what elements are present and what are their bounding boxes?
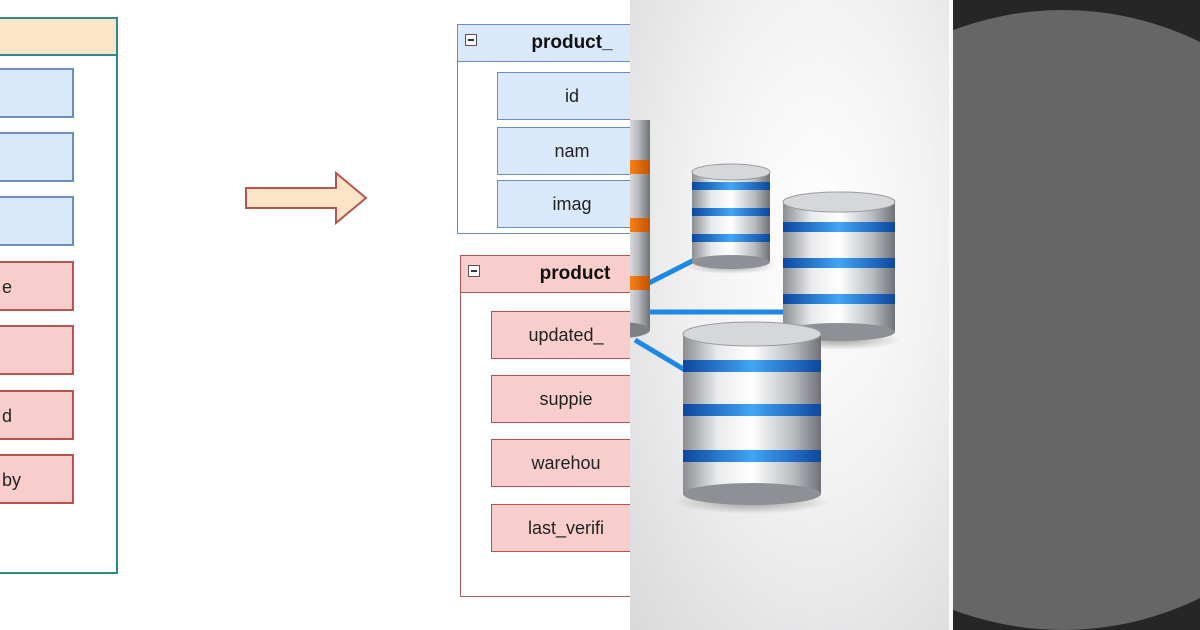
original-field — [0, 325, 74, 375]
table-field: updated_ — [491, 311, 641, 359]
database-illustration — [630, 0, 950, 630]
original-field — [0, 132, 74, 182]
original-table-header — [0, 19, 116, 56]
table-title: product — [461, 256, 659, 293]
original-field: e — [0, 261, 74, 311]
collapse-minus-icon[interactable] — [465, 34, 477, 46]
original-field: by — [0, 454, 74, 504]
original-field — [0, 196, 74, 246]
decorative-circle — [953, 10, 1200, 630]
table-title-text: product_ — [531, 32, 613, 53]
table-title: product_ — [458, 25, 656, 62]
table-field: nam — [497, 127, 647, 175]
original-field: d — [0, 390, 74, 440]
collapse-minus-icon[interactable] — [468, 265, 480, 277]
split-table-product-b: product updated_ suppie warehou last_ver… — [460, 255, 660, 597]
dark-panel — [953, 0, 1200, 630]
table-field: suppie — [491, 375, 641, 423]
original-table: e d by — [0, 17, 118, 574]
table-field: id — [497, 72, 647, 120]
table-field: last_verifi — [491, 504, 641, 552]
table-field: warehou — [491, 439, 641, 487]
table-field: imag — [497, 180, 647, 228]
original-field — [0, 68, 74, 118]
table-title-text: product — [539, 263, 611, 284]
split-table-product-a: product_ id nam imag — [457, 24, 657, 234]
database-server-icon — [630, 120, 901, 514]
arrow-right-icon — [245, 170, 368, 226]
panel-divider — [949, 0, 953, 630]
